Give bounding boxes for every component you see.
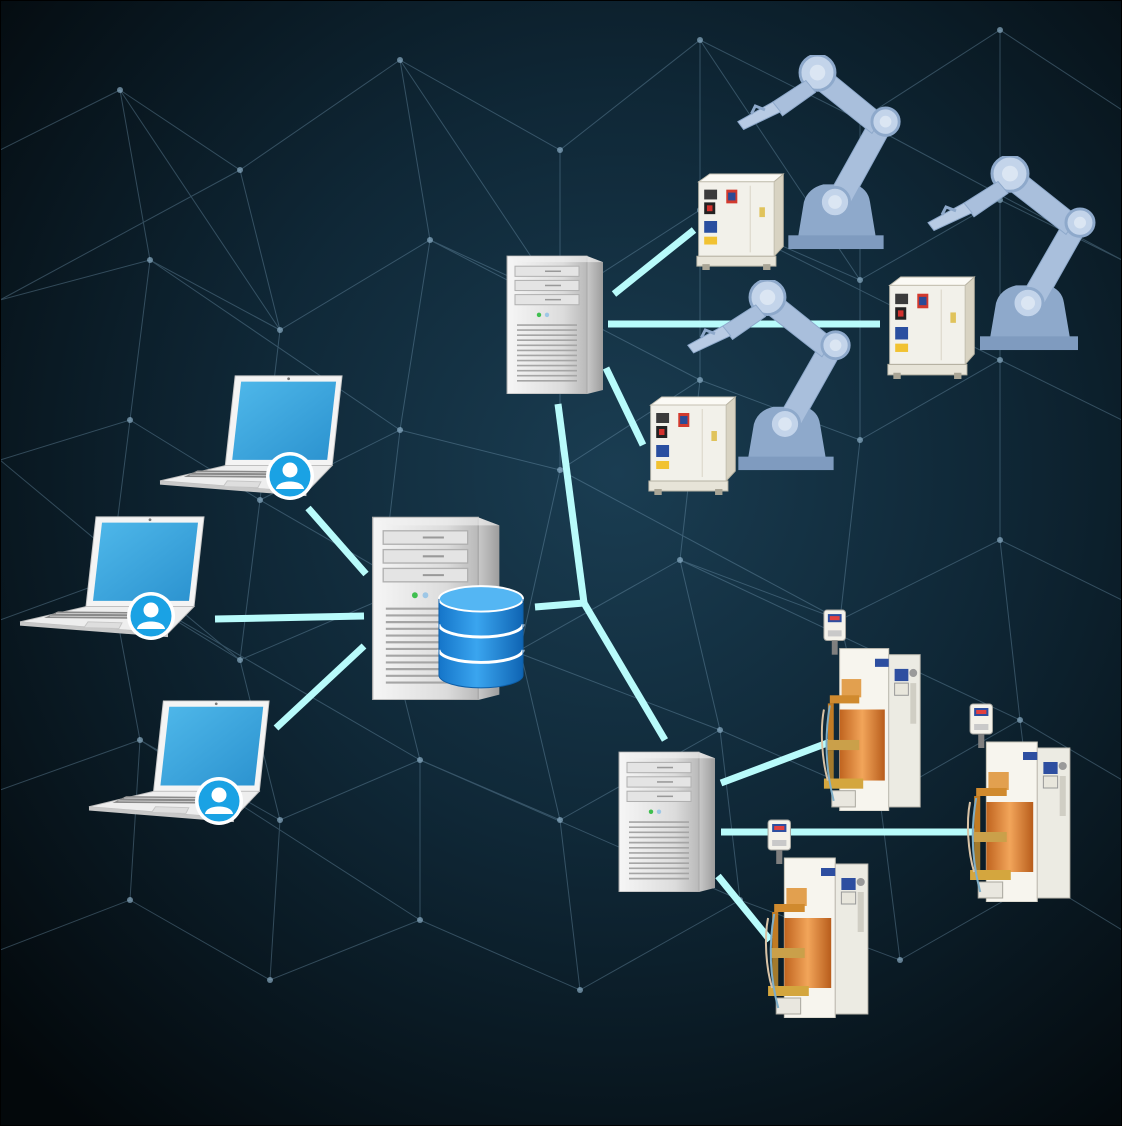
controller-cabinet-icon: [696, 173, 784, 270]
link-database-junction: [534, 599, 585, 611]
link-laptop1-database: [305, 505, 369, 577]
user-icon: [266, 452, 314, 500]
link-junction-robot-server: [554, 403, 588, 604]
link-robot-server-robot3: [602, 366, 647, 447]
controller-cabinet-icon: [887, 276, 975, 379]
link-robot-server-robot1: [611, 227, 697, 297]
database-icon: [437, 584, 525, 690]
welder-cell-server: [618, 751, 716, 892]
user-icon: [195, 777, 243, 825]
link-welder-server-welder1: [719, 738, 832, 787]
user-icon: [127, 592, 175, 640]
link-welder-server-welder3: [715, 873, 773, 943]
link-junction-welder-server: [580, 601, 669, 742]
server-icon: [618, 751, 716, 892]
controller-cabinet-icon: [648, 396, 736, 495]
robot-cell-server: [506, 255, 604, 394]
link-laptop2-database: [214, 612, 365, 623]
link-laptop3-database: [273, 643, 367, 731]
server-icon: [506, 255, 604, 394]
